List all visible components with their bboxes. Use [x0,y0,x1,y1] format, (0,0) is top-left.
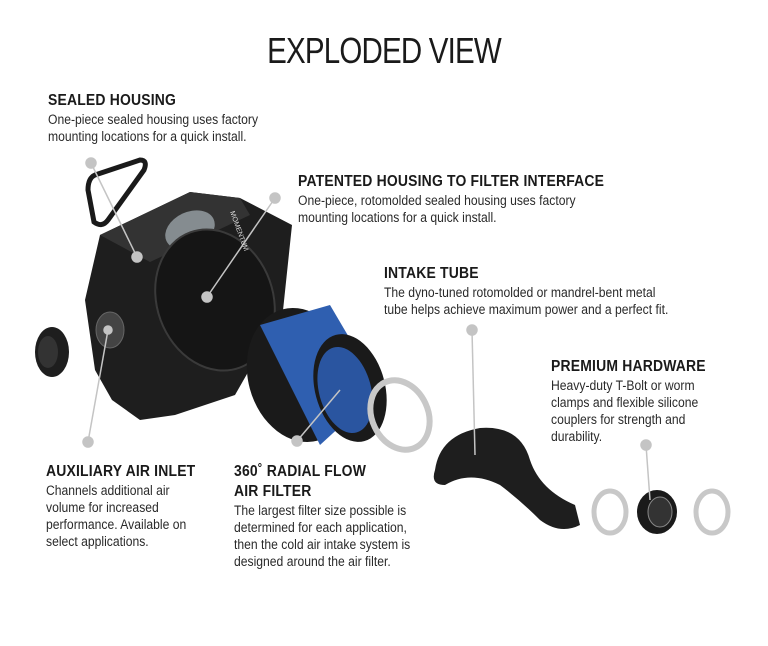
callout-text: The dyno-tuned rotomolded or mandrel-ben… [384,285,656,300]
callout-heading: PREMIUM HARDWARE [551,358,706,375]
callout-auxiliary-inlet: AUXILIARY AIR INLET Channels additional … [46,462,212,550]
callout-dot [291,435,303,447]
gasket-part [85,157,148,228]
callout-text: then the cold air intake system is [234,537,411,552]
callout-text: mounting locations for a quick install. [298,210,497,225]
callout-text: performance. Available on [46,517,187,532]
callout-heading: INTAKE TUBE [384,265,479,282]
callout-text: volume for increased [46,500,159,515]
callout-text: clamps and flexible silicone [551,395,699,410]
callout-text: designed around the air filter. [234,554,391,569]
air-filter-part [246,305,387,445]
callout-text: determined for each application, [234,520,407,535]
callout-text: tube helps achieve maximum power and a p… [384,302,669,317]
callout-text: One-piece sealed housing uses factory [48,112,259,127]
callout-sealed-housing: SEALED HOUSING One-piece sealed housing … [48,91,281,145]
callout-heading: SEALED HOUSING [48,92,177,109]
callout-heading: AUXILIARY AIR INLET [46,463,196,480]
page-title: EXPLODED VIEW [267,30,502,71]
callout-heading: 360˚ RADIAL FLOW [234,463,367,480]
callout-heading: AIR FILTER [234,483,312,500]
callout-text: The largest filter size possible is [234,503,407,518]
callout-text: Heavy-duty T-Bolt or worm [551,378,695,393]
callout-heading: PATENTED HOUSING TO FILTER INTERFACE [298,173,605,190]
callout-text: mounting locations for a quick install. [48,129,247,144]
callout-patented-interface: PATENTED HOUSING TO FILTER INTERFACE One… [298,172,638,226]
callout-text: One-piece, rotomolded sealed housing use… [298,193,576,208]
callout-radial-filter: 360˚ RADIAL FLOW AIR FILTER The largest … [234,462,430,570]
filter-clamp-part [367,377,433,453]
callout-dot [269,192,281,204]
callout-text: durability. [551,429,603,444]
callout-dot [85,157,97,169]
callout-text: select applications. [46,534,149,549]
callout-text: couplers for strength and [551,412,686,427]
callout-intake-tube: INTAKE TUBE The dyno-tuned rotomolded or… [384,264,700,318]
callout-dot [640,439,652,451]
callout-dot [466,324,478,336]
hardware-parts [591,488,731,536]
auxiliary-inlet-cap-part [35,327,69,377]
callout-text: Channels additional air [46,483,170,498]
intake-tube-part [433,427,580,529]
callout-dot [82,436,94,448]
callout-premium-hardware: PREMIUM HARDWARE Heavy-duty T-Bolt or wo… [551,357,723,445]
